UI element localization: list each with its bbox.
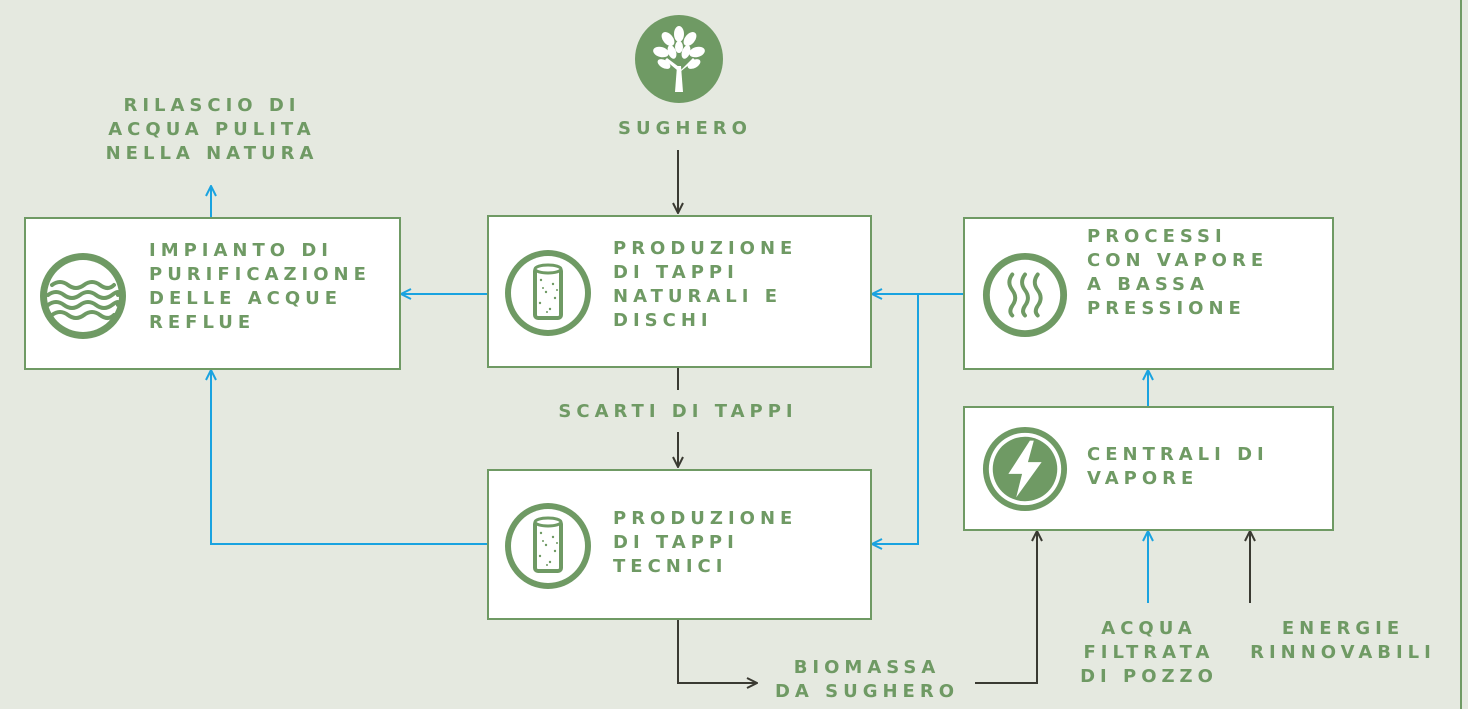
right-border — [1460, 0, 1462, 709]
cork-scraps-label: SCARTI DI TAPPI — [558, 401, 798, 422]
cork-stopper-icon — [505, 503, 591, 589]
source-label: SUGHERO — [618, 118, 752, 139]
steam-plants-label: CENTRALI DI VAPORE — [1087, 444, 1269, 489]
steam-plants-box: CENTRALI DI VAPORE — [963, 406, 1334, 531]
renewable-energy-label: ENERGIE RINNOVABILI — [1250, 618, 1436, 663]
water-waves-icon — [40, 253, 126, 339]
arrow-technical-to-biomass — [677, 620, 757, 683]
arrow-biomass-to-steam-plant — [975, 531, 1037, 684]
natural-corks-box: PRODUZIONE DI TAPPI NATURALI E DISCHI — [487, 215, 872, 368]
clean-water-release-label: RILASCIO DI ACQUA PULITA NELLA NATURA — [105, 95, 319, 164]
arrow-steam-to-technical — [872, 294, 919, 544]
natural-corks-label: PRODUZIONE DI TAPPI NATURALI E DISCHI — [613, 238, 798, 331]
cork-biomass-label: BIOMASSA DA SUGHERO — [774, 657, 959, 702]
purification-plant-box: IMPIANTO DI PURIFICAZIONE DELLE ACQUE RE… — [24, 217, 401, 370]
low-pressure-steam-label: PROCESSI CON VAPORE A BASSA PRESSIONE — [1087, 226, 1269, 319]
well-water-label: ACQUA FILTRATA DI POZZO — [1080, 618, 1218, 687]
purification-plant-label: IMPIANTO DI PURIFICAZIONE DELLE ACQUE RE… — [149, 240, 371, 333]
tree-icon — [635, 15, 723, 103]
technical-corks-label: PRODUZIONE DI TAPPI TECNICI — [613, 508, 798, 577]
steam-icon — [982, 252, 1068, 338]
low-pressure-steam-box: PROCESSI CON VAPORE A BASSA PRESSIONE — [963, 217, 1334, 370]
technical-corks-box: PRODUZIONE DI TAPPI TECNICI — [487, 469, 872, 620]
arrow-technical-to-purification — [211, 370, 487, 545]
lightning-icon — [982, 426, 1068, 512]
cork-stopper-icon — [505, 250, 591, 336]
